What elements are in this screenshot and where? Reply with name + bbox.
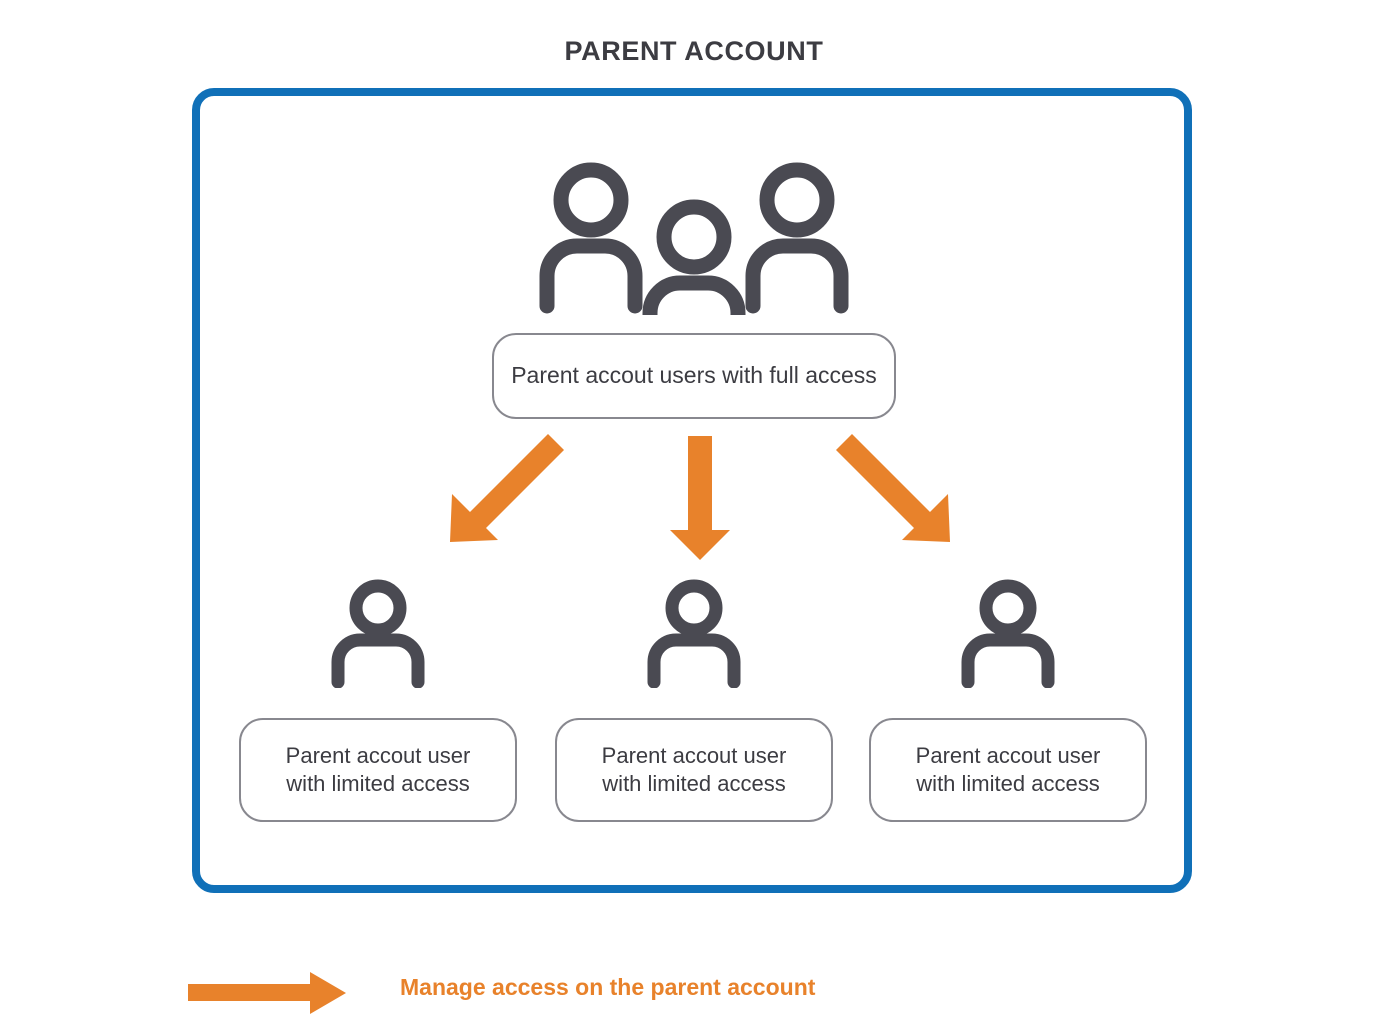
label-line-2: with limited access [602,771,786,796]
person-icon-1 [322,578,434,689]
label-line-1: Parent accout user [601,742,787,768]
three-people-icon [533,160,855,351]
legend-label: Manage access on the parent account [400,974,816,1000]
arrow-to-child-2 [670,436,730,560]
legend: Manage access on the parent account [186,960,1186,1020]
label-line-2: with limited access [916,771,1100,796]
person-icon-svg [961,579,1055,689]
person-icon-svg [331,579,425,689]
label-line-1: Parent accout user [285,742,471,768]
limited-access-label-3: Parent accout user with limited access [869,718,1147,822]
label-line-2: with limited access [286,771,470,796]
label-line-1: Parent accout user [915,742,1101,768]
arrow-to-child-1 [450,434,564,542]
limited-access-label-1: Parent accout user with limited access [239,718,517,822]
three-people-icon-svg [539,162,849,351]
limited-access-label-2: Parent accout user with limited access [555,718,833,822]
person-icon-3 [952,578,1064,689]
parent-full-access-label: Parent accout users with full access [492,333,896,419]
arrow-to-child-3 [836,434,950,542]
page-title: PARENT ACCOUNT [564,36,824,66]
person-icon-2 [638,578,750,689]
person-icon-svg [647,579,741,689]
right-arrow-icon [188,972,346,1014]
